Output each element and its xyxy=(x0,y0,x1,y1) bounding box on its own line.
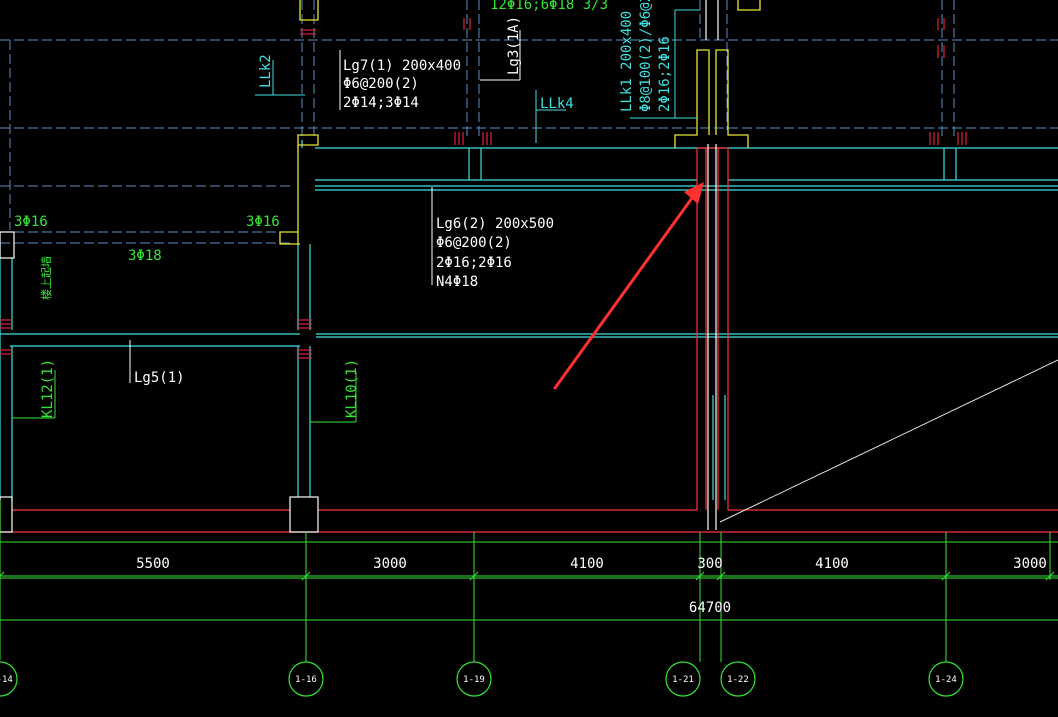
lg6-annotation: Lg6(2) 200x500 Φ6@200(2) 2Φ16;2Φ16 N4Φ18 xyxy=(436,216,554,290)
rebar-vertical-note: 楼上起墙 xyxy=(39,256,53,300)
lg6-line2: Φ6@200(2) xyxy=(436,235,512,251)
axis-label-1-22: 1-22 xyxy=(727,675,749,685)
lg7-line2: Φ6@200(2) xyxy=(343,76,419,92)
dim-span-6: 3000 xyxy=(1013,556,1047,572)
llk2-label: LLk2 xyxy=(258,54,274,88)
dim-span-1: 5500 xyxy=(136,556,170,572)
lg6-line3: 2Φ16;2Φ16 xyxy=(436,255,512,271)
axis-label-1-19: 1-19 xyxy=(463,675,485,685)
axis-bubble-1-22 xyxy=(720,661,756,697)
kl12-label: KL12(1) xyxy=(40,359,56,418)
axis-labels: 1-14 1-16 1-19 1-21 1-22 1-24 xyxy=(0,675,957,685)
dashed-grid-lines xyxy=(0,0,1058,244)
axis-label-1-21: 1-21 xyxy=(672,675,694,685)
rebar-mid-label: 3Φ16 xyxy=(246,214,280,230)
dimension-lines xyxy=(0,500,1058,662)
lg3-label: Lg3(1A) xyxy=(506,16,522,75)
dim-span-5: 4100 xyxy=(815,556,849,572)
llk1-annotation: LLk1 200x400 Φ8@100(2)/Φ6@20 2Φ16;2Φ16 xyxy=(619,0,673,112)
arrow-head-icon xyxy=(684,182,704,204)
llk1-line1: LLk1 200x400 xyxy=(619,11,635,112)
lg6-line4: N4Φ18 xyxy=(436,274,478,290)
red-arrow xyxy=(553,182,704,390)
axis-bubble-1-19 xyxy=(456,661,492,697)
dim-total: 64700 xyxy=(689,600,731,616)
lg6-line1: Lg6(2) 200x500 xyxy=(436,216,554,232)
wall-lines xyxy=(0,147,1058,533)
axis-bubbles xyxy=(0,661,964,697)
beam-lines xyxy=(0,140,1058,500)
axis-bubble-1-24 xyxy=(928,661,964,697)
axis-bubble-1-14 xyxy=(0,661,18,697)
rebar-bottom-label: 3Φ18 xyxy=(128,248,162,264)
dimension-texts: 5500 3000 4100 300 4100 3000 64700 xyxy=(136,556,1047,616)
llk1-line2: Φ8@100(2)/Φ6@20 xyxy=(638,0,654,112)
axis-label-1-24: 1-24 xyxy=(935,675,957,685)
diagonal-reference-line xyxy=(719,359,1058,523)
axis-bubble-1-21 xyxy=(665,661,701,697)
white-columns xyxy=(0,0,719,533)
dim-span-4: 300 xyxy=(697,556,722,572)
axis-bubble-1-16 xyxy=(288,661,324,697)
dim-span-2: 3000 xyxy=(373,556,407,572)
column-outlines xyxy=(279,0,761,245)
kl10-label: KL10(1) xyxy=(344,359,360,418)
axis-label-1-14: 1-14 xyxy=(0,675,13,685)
llk1-line3: 2Φ16;2Φ16 xyxy=(657,36,673,112)
rebar-ticks xyxy=(0,18,967,359)
axis-label-1-16: 1-16 xyxy=(295,675,317,685)
rebar-annotations: 3Φ16 3Φ16 3Φ18 楼上起墙 xyxy=(14,214,280,300)
rebar-left-label: 3Φ16 xyxy=(14,214,48,230)
dim-span-3: 4100 xyxy=(570,556,604,572)
llk4-label: LLk4 xyxy=(540,96,574,112)
lg7-annotation: Lg7(1) 200x400 Φ6@200(2) 2Φ14;3Φ14 xyxy=(343,58,461,111)
lg5-label: Lg5(1) xyxy=(134,370,185,386)
lg7-line3: 2Φ14;3Φ14 xyxy=(343,95,419,111)
lg7-line1: Lg7(1) 200x400 xyxy=(343,58,461,74)
leader-lines xyxy=(12,9,700,423)
top-partial-label: 12Φ16;6Φ18 3/3 xyxy=(490,0,608,13)
